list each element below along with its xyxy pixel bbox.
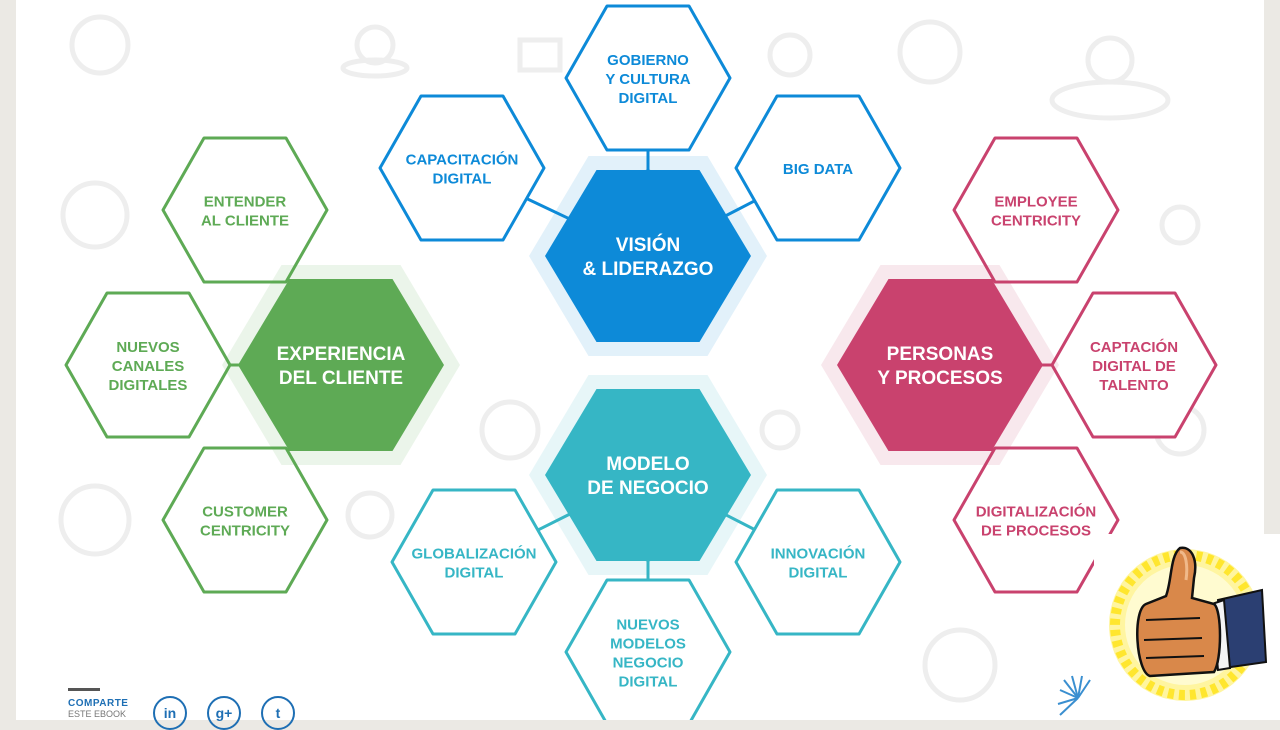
node-label-bigdata: BIG DATA — [783, 161, 853, 178]
node-label-capacitacion: DIGITAL — [433, 171, 492, 188]
node-label-entender: AL CLIENTE — [201, 213, 289, 230]
node-hexagon-innovacion[interactable] — [734, 488, 902, 636]
node-hexagon-nuevosmodelos[interactable] — [564, 578, 732, 720]
node-label-captacion: DIGITAL DE — [1092, 358, 1176, 375]
node-label-gobierno: Y CULTURA — [605, 71, 690, 88]
node-hexagon-globalizacion[interactable] — [390, 488, 558, 636]
node-label-employee: EMPLOYEE — [994, 194, 1077, 211]
node-hexagon-entender[interactable] — [161, 136, 329, 284]
thumbs-up-icon — [1094, 534, 1280, 720]
node-hexagon-captacion[interactable] — [1050, 291, 1218, 439]
share-divider — [68, 688, 100, 691]
node-label-digitalizacion: DIGITALIZACIÓN — [976, 503, 1097, 521]
google-plus-icon[interactable]: g+ — [207, 696, 241, 730]
node-label-canales: CANALES — [112, 358, 185, 375]
node-label-nuevosmodelos: NEGOCIO — [613, 655, 684, 672]
node-label-capacitacion: CAPACITACIÓN — [406, 151, 519, 169]
node-label-captacion: TALENTO — [1099, 377, 1169, 394]
node-label-customer: CENTRICITY — [200, 523, 290, 540]
background-doodles — [58, 14, 1207, 703]
hub-label-personas: Y PROCESOS — [877, 368, 1002, 389]
node-label-nuevosmodelos: DIGITAL — [619, 674, 678, 691]
hub-hexagon-modelo[interactable] — [545, 389, 751, 561]
node-hexagon-customer[interactable] — [161, 446, 329, 594]
node-label-innovacion: INNOVACIÓN — [771, 545, 866, 563]
hub-label-personas: PERSONAS — [887, 344, 994, 365]
node-label-globalizacion: GLOBALIZACIÓN — [412, 545, 537, 563]
node-label-canales: DIGITALES — [109, 377, 188, 394]
hub-label-modelo: MODELO — [606, 454, 689, 475]
node-label-employee: CENTRICITY — [991, 213, 1081, 230]
node-label-gobierno: DIGITAL — [619, 90, 678, 107]
node-label-captacion: CAPTACIÓN — [1090, 338, 1178, 356]
hub-label-modelo: DE NEGOCIO — [587, 478, 708, 499]
node-hexagon-bigdata[interactable] — [734, 94, 902, 242]
node-hexagon-employee[interactable] — [952, 136, 1120, 284]
node-label-nuevosmodelos: MODELOS — [610, 636, 686, 653]
hub-label-experiencia: EXPERIENCIA — [277, 344, 406, 365]
node-label-gobierno: GOBIERNO — [607, 52, 689, 69]
node-hexagon-digitalizacion[interactable] — [952, 446, 1120, 594]
node-hexagon-capacitacion[interactable] — [378, 94, 546, 242]
share-title: COMPARTE — [68, 698, 129, 709]
node-hexagon-canales[interactable] — [64, 291, 232, 439]
hub-hexagon-experiencia[interactable] — [238, 279, 444, 451]
node-label-customer: CUSTOMER — [202, 504, 288, 521]
hub-label-experiencia: DEL CLIENTE — [279, 368, 403, 389]
share-section: COMPARTE ESTE EBOOK — [68, 688, 138, 720]
node-label-digitalizacion: DE PROCESOS — [981, 523, 1091, 540]
node-hexagon-gobierno[interactable] — [564, 4, 732, 152]
logo-sunburst-icon — [1057, 675, 1091, 716]
node-label-canales: NUEVOS — [116, 339, 179, 356]
node-label-globalizacion: DIGITAL — [445, 565, 504, 582]
hub-label-vision: VISIÓN — [616, 234, 680, 256]
hub-hexagon-personas[interactable] — [837, 279, 1043, 451]
node-label-innovacion: DIGITAL — [789, 565, 848, 582]
node-label-nuevosmodelos: NUEVOS — [616, 617, 679, 634]
hub-label-vision: & LIDERAZGO — [583, 259, 714, 280]
node-label-entender: ENTENDER — [204, 194, 287, 211]
twitter-icon[interactable]: t — [261, 696, 295, 730]
linkedin-icon[interactable]: in — [153, 696, 187, 730]
hub-hexagon-vision[interactable] — [545, 170, 751, 342]
share-subtitle: ESTE EBOOK — [68, 709, 127, 719]
